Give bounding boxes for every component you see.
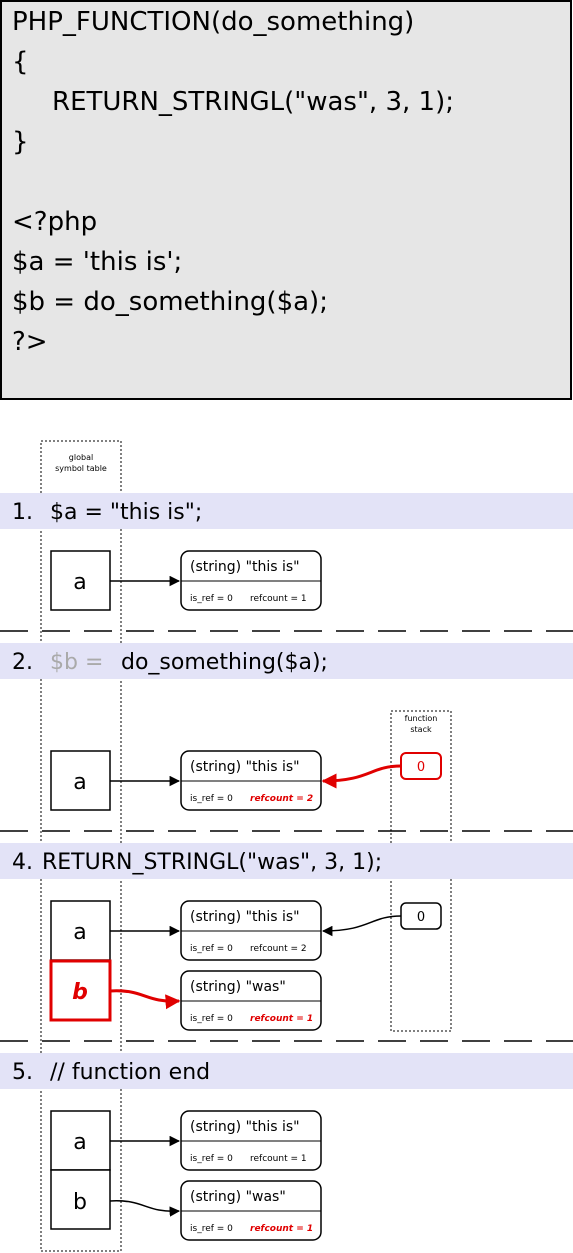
code-line: RETURN_STRINGL("was", 3, 1); xyxy=(52,87,454,117)
step-code: do_something($a); xyxy=(121,650,328,675)
symbol-name: a xyxy=(73,570,86,595)
zval-value: (string) "was" xyxy=(190,979,286,995)
symbol-b xyxy=(50,1169,111,1230)
stack-slot-value: 0 xyxy=(417,760,425,775)
zval-refcount: refcount = 1 xyxy=(250,1224,313,1234)
symbol-name: b xyxy=(72,980,88,1005)
step-code-muted: $b = xyxy=(50,650,103,675)
zval-is-ref: is_ref = 0 xyxy=(190,1224,233,1234)
zval-refcount: refcount = 2 xyxy=(250,944,307,954)
zval-refcount: refcount = 1 xyxy=(250,594,307,604)
step-header-bar xyxy=(0,493,573,529)
code-line: PHP_FUNCTION(do_something) xyxy=(12,7,414,37)
symbol-a xyxy=(50,1110,111,1171)
zval-refcount: refcount = 1 xyxy=(250,1014,313,1024)
zval-refcount: refcount = 2 xyxy=(250,794,313,804)
stack-pointer-arrow xyxy=(321,764,402,789)
global-symbol-table-label: global xyxy=(69,453,93,462)
step-code: // function end xyxy=(50,1060,210,1085)
zval-value: (string) "was" xyxy=(190,1189,286,1205)
symbol-name: a xyxy=(73,1130,86,1155)
step-4: 4. RETURN_STRINGL("was", 3, 1); a b (str… xyxy=(0,843,573,1031)
global-symbol-table-label: symbol table xyxy=(55,464,107,473)
step-number: 2. xyxy=(12,650,33,675)
step-1: 1. $a = "this is"; a (string) "this is" … xyxy=(0,493,573,611)
step-header-bar xyxy=(0,643,573,679)
step-5: 5. // function end a b (string) "this is… xyxy=(0,1053,573,1241)
zval-is-ref: is_ref = 0 xyxy=(190,594,233,604)
stack-slot-value: 0 xyxy=(417,910,425,925)
function-stack-label: stack xyxy=(410,725,432,734)
symbol-a xyxy=(50,550,111,611)
zval-is-ref: is_ref = 0 xyxy=(190,1154,233,1164)
zval-value: (string) "this is" xyxy=(190,759,300,775)
code-line: <?php xyxy=(12,207,97,237)
pointer-arrow-new xyxy=(109,989,181,1010)
step-number: 4. xyxy=(12,850,33,875)
symbol-name: a xyxy=(73,770,86,795)
function-stack-label: function xyxy=(405,714,438,723)
code-line: ?> xyxy=(12,327,48,357)
pointer-arrow xyxy=(109,1200,181,1217)
step-header-bar xyxy=(0,843,573,879)
symbol-name: b xyxy=(73,1190,87,1215)
code-line: } xyxy=(12,127,29,157)
code-line: $b = do_something($a); xyxy=(12,287,328,317)
zval-value: (string) "this is" xyxy=(190,909,300,925)
symbol-name: a xyxy=(73,920,86,945)
step-code: $a = "this is"; xyxy=(50,500,202,525)
code-box: PHP_FUNCTION(do_something) { RETURN_STRI… xyxy=(0,0,572,400)
code-line: $a = 'this is'; xyxy=(12,247,182,277)
step-number: 5. xyxy=(12,1060,33,1085)
zval-value: (string) "this is" xyxy=(190,1119,300,1135)
zval-value: (string) "this is" xyxy=(190,559,300,575)
zval-is-ref: is_ref = 0 xyxy=(190,944,233,954)
code-line: { xyxy=(12,47,29,77)
code-box-background xyxy=(0,0,572,400)
step-2: 2. $b = do_something($a); a (string) "th… xyxy=(0,643,573,811)
zval-is-ref: is_ref = 0 xyxy=(190,1014,233,1024)
step-header-bar xyxy=(0,1053,573,1089)
step-code: RETURN_STRINGL("was", 3, 1); xyxy=(42,850,382,875)
zval-refcount: refcount = 1 xyxy=(250,1154,307,1164)
step-number: 1. xyxy=(12,500,33,525)
stack-pointer-arrow xyxy=(321,915,402,937)
zval-is-ref: is_ref = 0 xyxy=(190,794,233,804)
